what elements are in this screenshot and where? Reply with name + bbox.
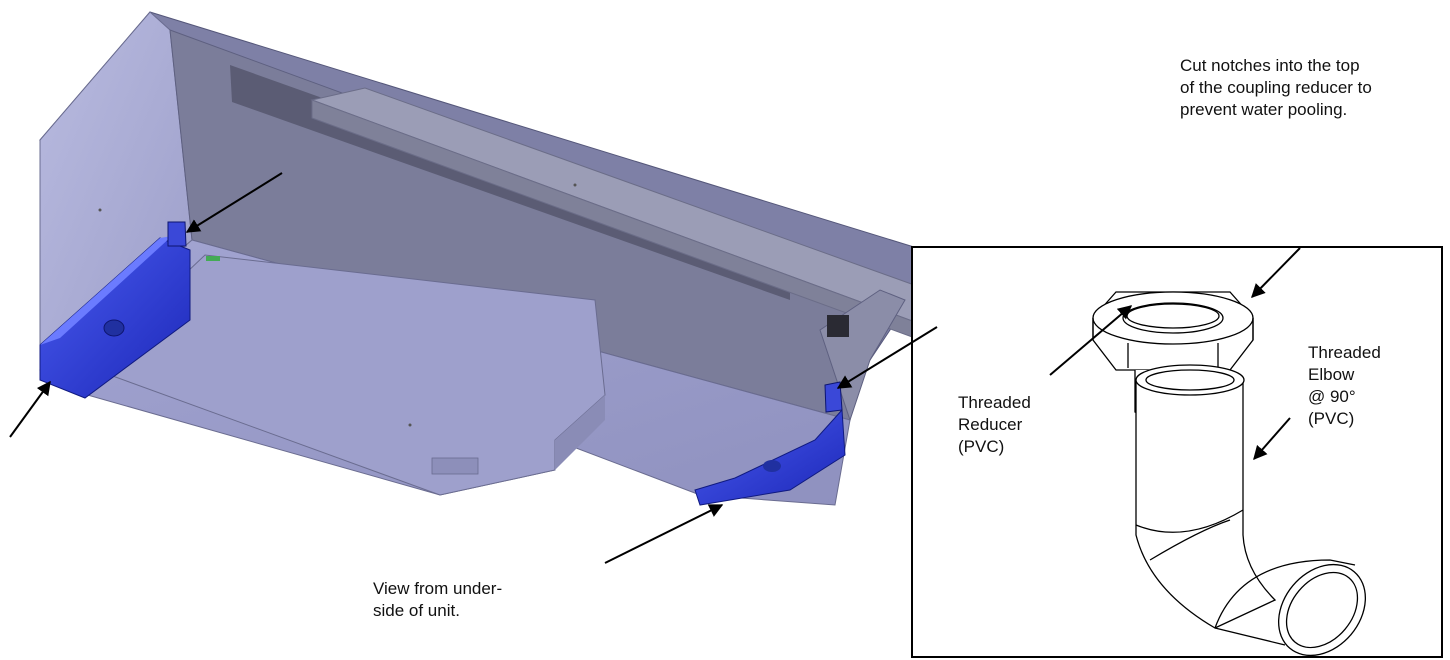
arrow-right-bracket-top <box>836 326 938 389</box>
unit-housing <box>39 11 972 506</box>
right-mounting-bracket <box>694 381 846 506</box>
arrow-notch <box>1251 247 1301 299</box>
unit-screw <box>573 183 577 187</box>
arrow-left-bracket <box>185 172 283 233</box>
arrow-right-bracket-bottom <box>604 504 724 564</box>
arrow-reducer <box>1049 305 1133 376</box>
unit-indicator <box>206 256 220 261</box>
left-mounting-bracket <box>39 221 191 399</box>
arrow-elbow <box>1253 417 1291 461</box>
notch-instruction-text: Cut notches into the top of the coupling… <box>1180 56 1372 119</box>
unit-right-opening <box>827 315 849 337</box>
view-caption: View from under- side of unit. <box>373 579 503 620</box>
threaded-reducer-label: Threaded Reducer (PVC) <box>958 393 1031 456</box>
unit-screw <box>98 208 102 212</box>
unit-screw <box>408 423 412 427</box>
arrow-left-bracket-bottom <box>9 380 51 438</box>
threaded-elbow-drawing <box>1135 364 1367 657</box>
threaded-elbow-label: Threaded Elbow @ 90° (PVC) <box>1308 343 1381 428</box>
pointer-arrows <box>9 172 1301 564</box>
unit-access-plate <box>431 457 479 475</box>
unit-sub-box-face <box>555 395 605 470</box>
